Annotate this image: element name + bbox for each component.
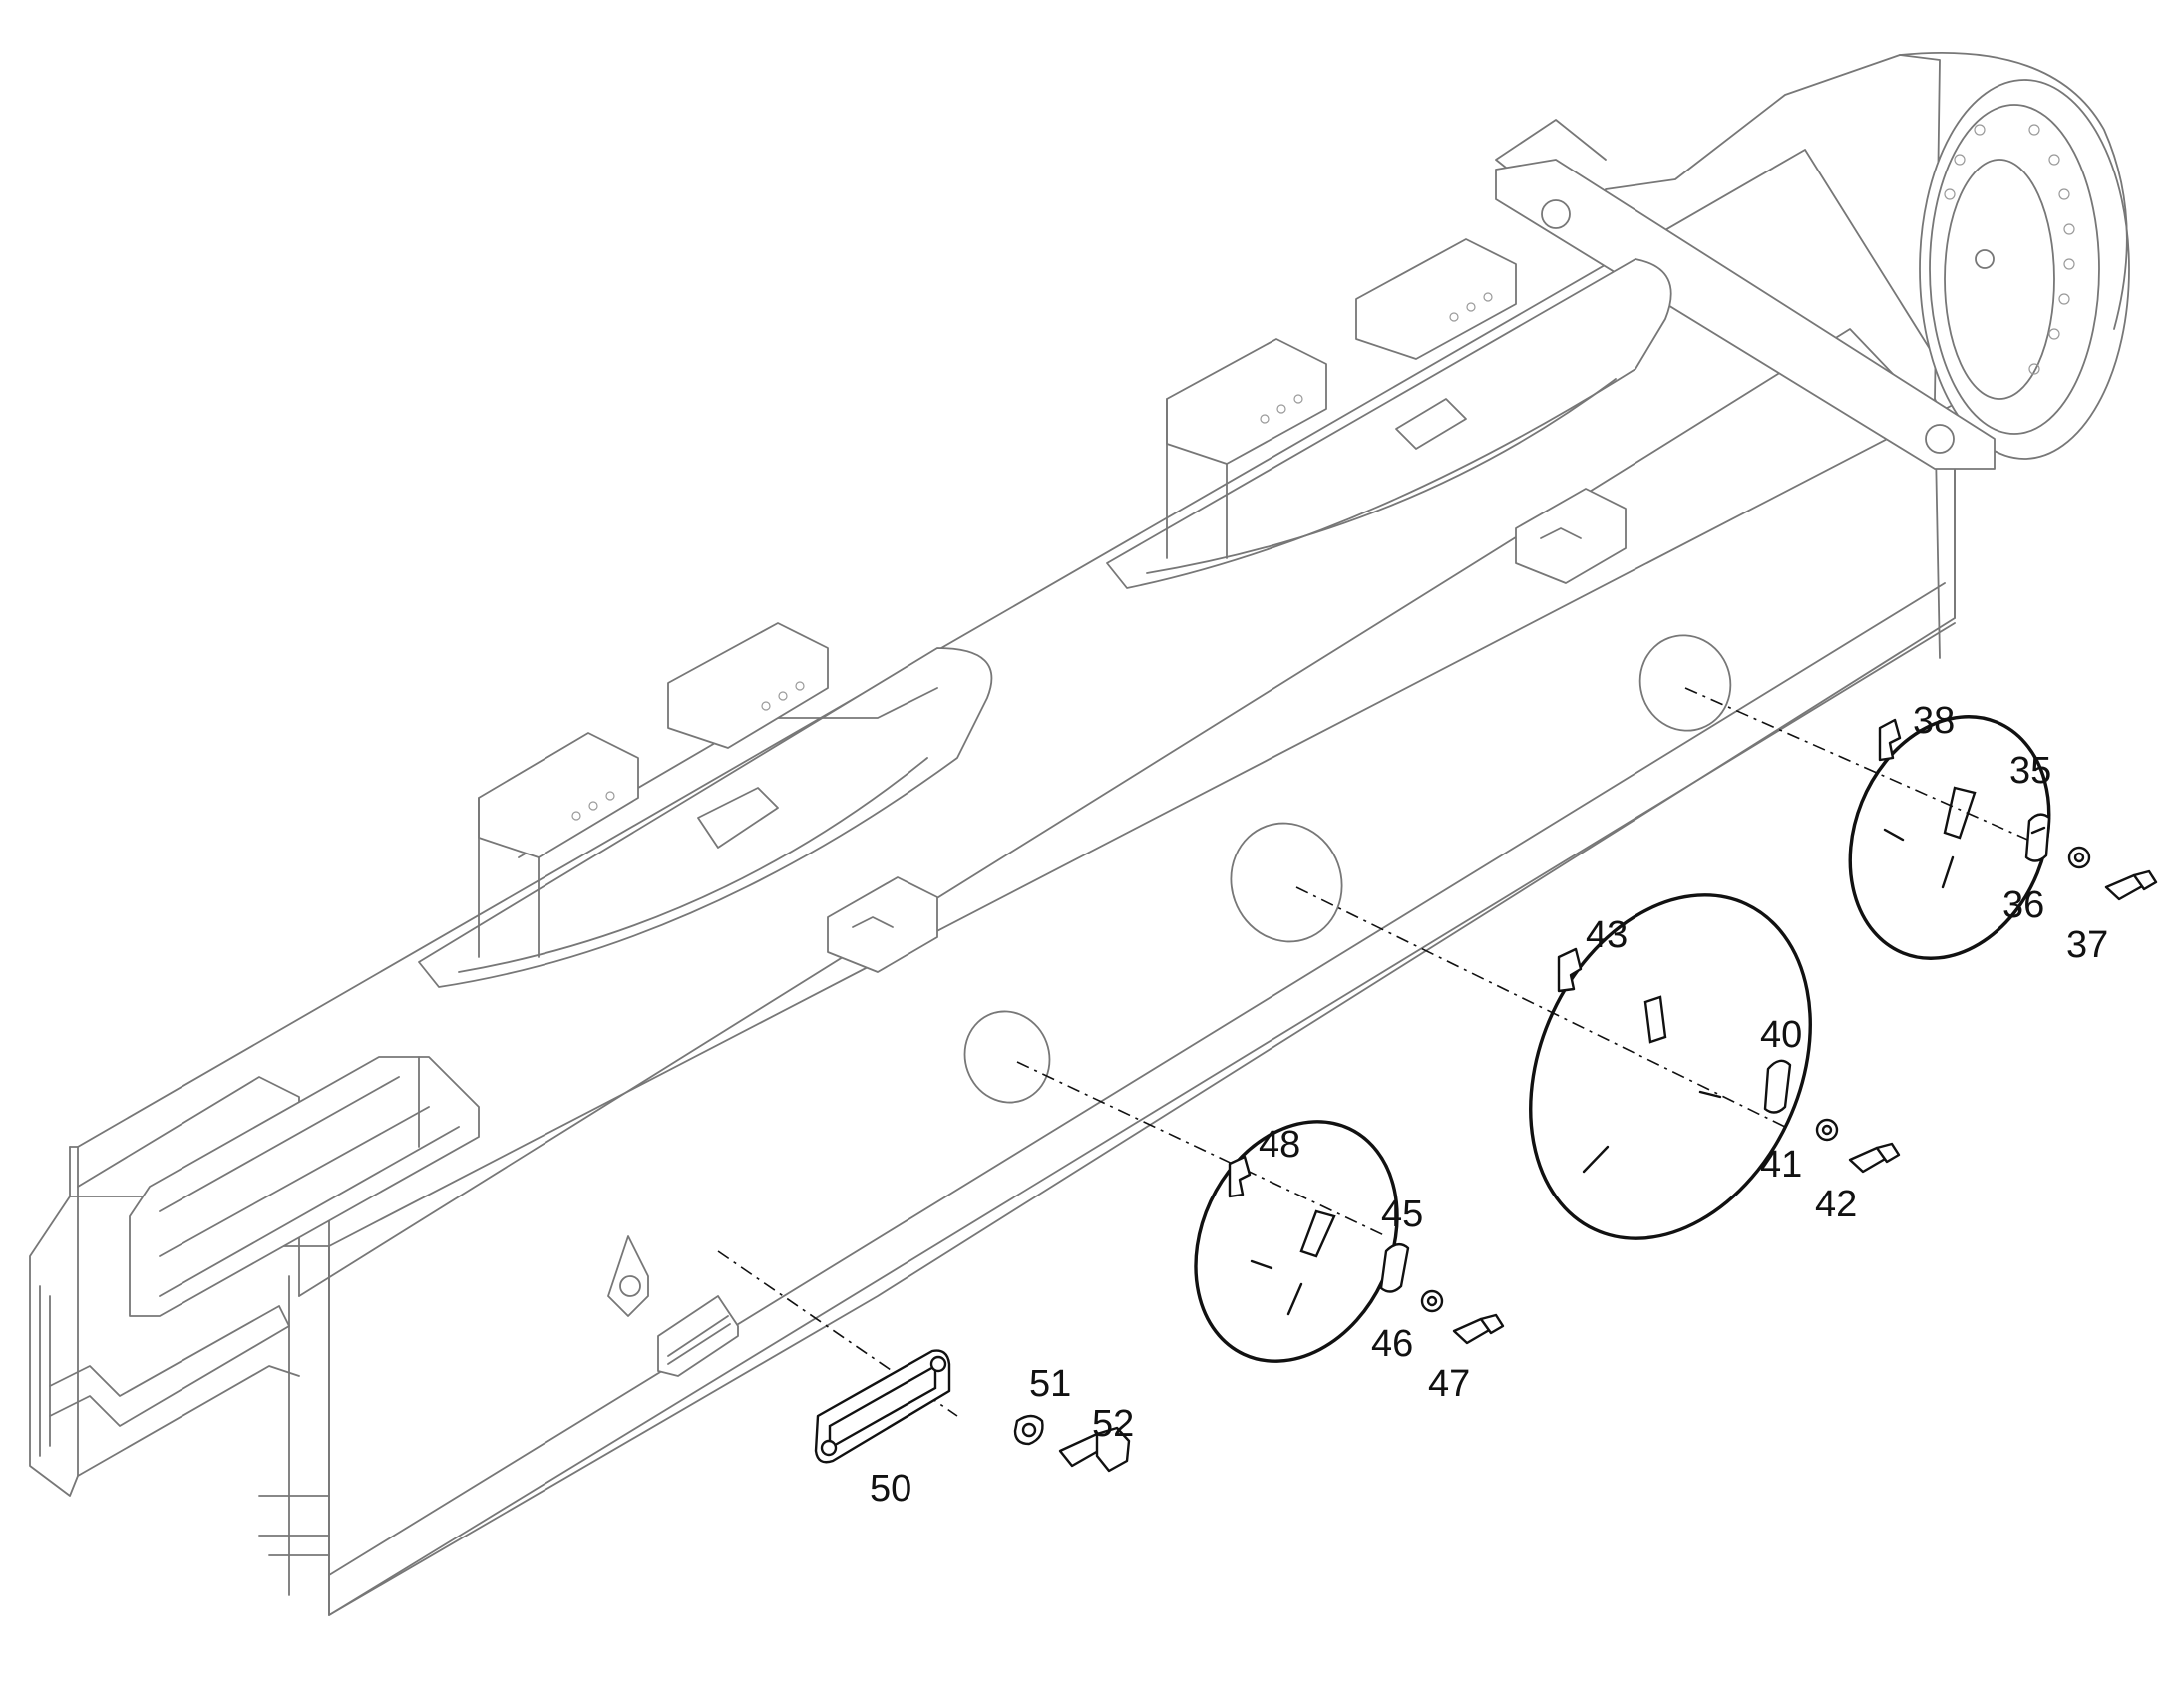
callout-38: 38 xyxy=(1913,700,1955,742)
clip-38 xyxy=(1878,718,1902,762)
roller-recess-front xyxy=(418,622,993,988)
callout-51: 51 xyxy=(1029,1363,1071,1405)
callout-42: 42 xyxy=(1815,1184,1857,1225)
centre-lines xyxy=(717,687,2035,1417)
cover-assembly-45-48 xyxy=(1194,1120,1505,1363)
callout-48: 48 xyxy=(1259,1124,1300,1166)
callout-46: 46 xyxy=(1371,1323,1413,1365)
callout-37: 37 xyxy=(2066,924,2108,966)
clip-48 xyxy=(1228,1155,1252,1198)
cover-assembly-35-38 xyxy=(1848,715,2158,960)
clip-43 xyxy=(1557,947,1583,993)
roller-recess-rear xyxy=(1106,238,1672,589)
callout-40: 40 xyxy=(1760,1014,1802,1056)
cover-assembly-50-52 xyxy=(814,1349,1131,1473)
seal-40 xyxy=(1763,1059,1792,1114)
callout-45: 45 xyxy=(1381,1194,1423,1235)
cover-assembly-40-43 xyxy=(1529,893,1901,1240)
callout-50: 50 xyxy=(870,1468,911,1510)
cover-plate-40 xyxy=(1529,893,1812,1240)
callout-labels: 38 35 36 37 43 40 41 42 48 45 46 47 51 5… xyxy=(870,700,2108,1510)
callout-43: 43 xyxy=(1586,914,1628,956)
callout-36: 36 xyxy=(2002,884,2044,926)
seal-45 xyxy=(1379,1243,1410,1293)
callout-35: 35 xyxy=(2009,750,2051,792)
callout-47: 47 xyxy=(1428,1363,1470,1405)
seal-35 xyxy=(2024,813,2051,862)
callout-41: 41 xyxy=(1760,1144,1802,1186)
callout-52: 52 xyxy=(1092,1403,1134,1445)
track-frame-body xyxy=(29,51,2130,1616)
cover-plate-50 xyxy=(814,1349,951,1464)
cover-plate-35 xyxy=(1848,715,2051,960)
